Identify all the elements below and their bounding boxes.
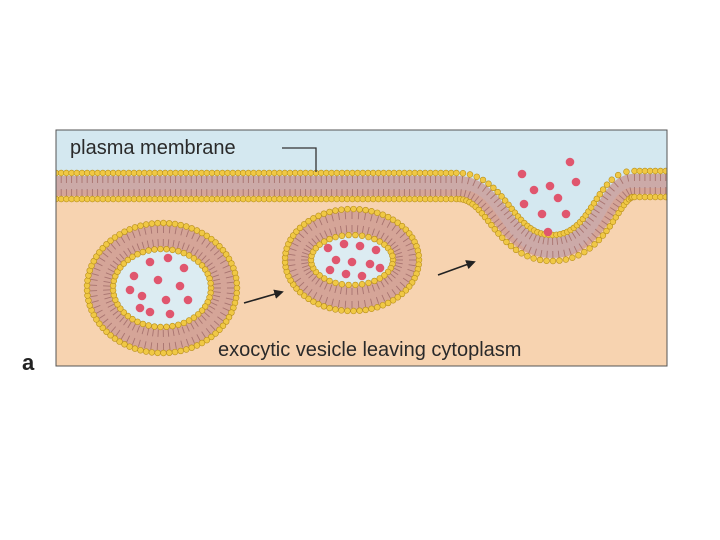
cargo-molecule	[153, 275, 163, 285]
cargo-molecule	[355, 241, 365, 251]
cargo-molecule	[553, 193, 563, 203]
cargo-molecule	[137, 291, 147, 301]
cargo-molecule	[543, 227, 553, 237]
released-cargo-molecules	[517, 157, 581, 237]
cargo-molecule	[357, 271, 367, 281]
cargo-molecule	[183, 295, 193, 305]
plasma-membrane-label: plasma membrane	[70, 137, 236, 159]
cargo-molecule	[347, 257, 357, 267]
vesicle-cargo	[323, 239, 385, 281]
cargo-molecule	[545, 181, 555, 191]
cargo-molecule	[135, 303, 145, 313]
cargo-molecule	[571, 177, 581, 187]
cargo-molecule	[179, 263, 189, 273]
cargo-molecule	[145, 307, 155, 317]
cargo-molecule	[371, 245, 381, 255]
arrow-right-icon	[243, 289, 284, 304]
cargo-molecule	[529, 185, 539, 195]
figure-panel: plasma membrane exocytic vesicle leaving…	[56, 130, 667, 366]
cargo-molecule	[341, 269, 351, 279]
cargo-molecule	[331, 255, 341, 265]
vesicle-cargo	[125, 253, 193, 319]
cargo-molecule	[163, 253, 173, 263]
lipid-heads	[56, 167, 667, 265]
cargo-molecule	[565, 157, 575, 167]
cargo-molecule	[161, 295, 171, 305]
cargo-molecule	[125, 285, 135, 295]
cargo-molecule	[129, 271, 139, 281]
vesicle-in-cytoplasm	[83, 219, 241, 357]
cargo-molecule	[339, 239, 349, 249]
cargo-molecule	[325, 265, 335, 275]
membrane-label-leader	[282, 147, 317, 172]
cargo-molecule	[517, 169, 527, 179]
cargo-molecule	[375, 263, 385, 273]
lipid-heads	[281, 205, 423, 315]
cargo-molecule	[365, 259, 375, 269]
lipid-tails	[56, 174, 667, 259]
vesicle-label: exocytic vesicle leaving cytoplasm	[218, 339, 521, 361]
cargo-molecule	[323, 243, 333, 253]
cargo-molecule	[561, 209, 571, 219]
lipid-tail-lines	[56, 174, 667, 259]
cargo-molecule	[175, 281, 185, 291]
cargo-molecule	[519, 199, 529, 209]
plasma-membrane	[56, 167, 667, 265]
panel-letter: a	[22, 350, 35, 375]
label-background	[66, 134, 280, 158]
figure-frame	[55, 129, 668, 367]
cargo-molecule	[165, 309, 175, 319]
cargo-molecule	[145, 257, 155, 267]
arrow-right-icon	[437, 260, 476, 276]
cargo-molecule	[537, 209, 547, 219]
lipid-heads	[83, 219, 241, 357]
